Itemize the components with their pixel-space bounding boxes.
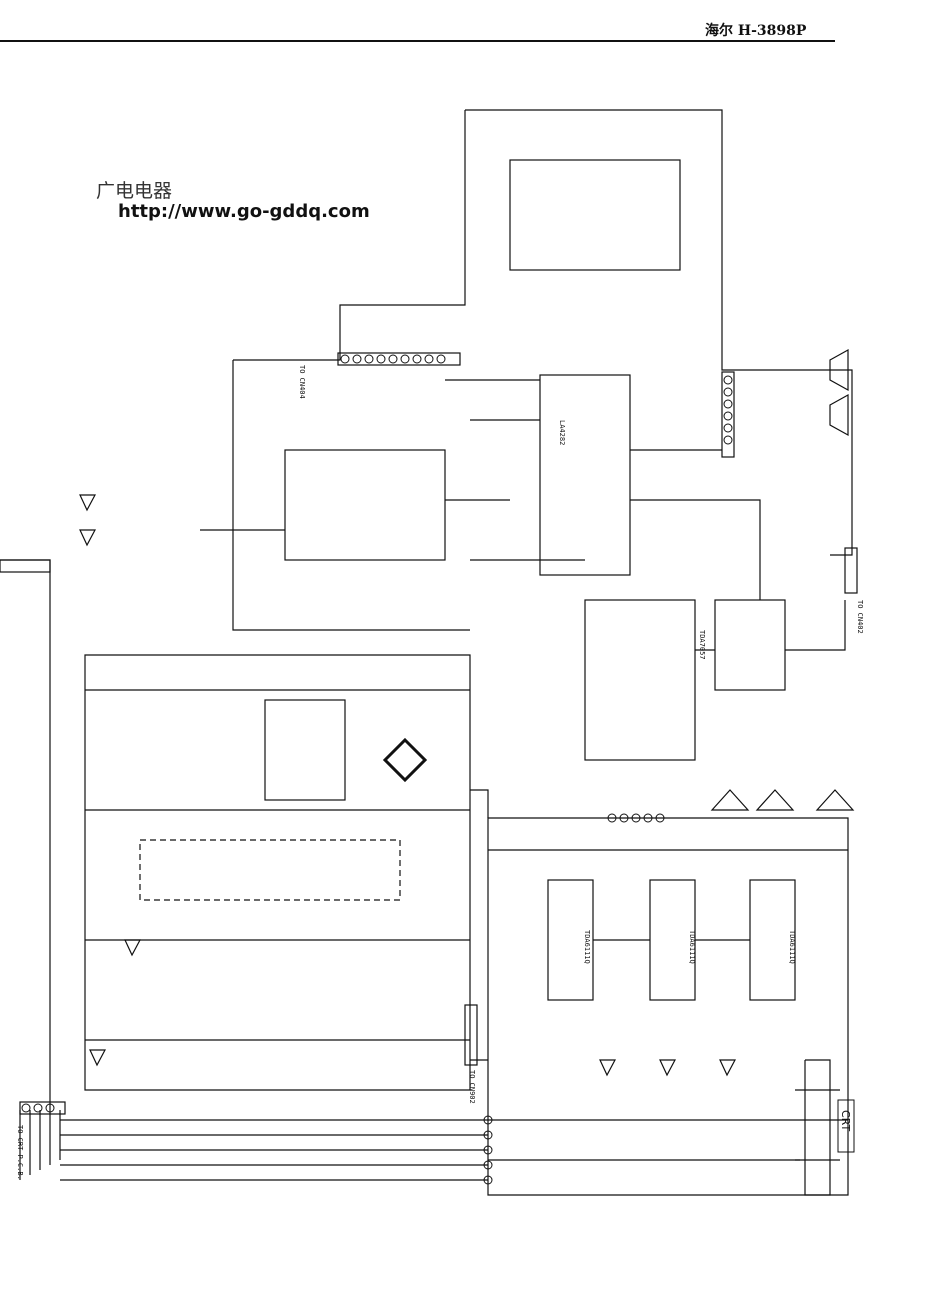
connector-label-2: TO CN404 — [298, 365, 306, 399]
ic-label-4: TDA7057 — [698, 630, 706, 660]
left-board-edge — [0, 559, 51, 1110]
ic-label-3: TDA6111Q — [788, 930, 796, 964]
page-title: 海尔 H-3898P — [705, 23, 807, 39]
lower-audio-ic — [584, 599, 696, 761]
audio-ic-main — [539, 374, 631, 576]
watermark-url: http://www.go-gddq.com — [118, 201, 370, 222]
ic-label-2: TDA6111Q — [688, 930, 696, 964]
speaker-bottom-3 — [815, 789, 855, 811]
connector-cn902 — [464, 1004, 478, 1066]
crt-label: CRT — [839, 1110, 852, 1132]
ic-label-1: TDA6111Q — [583, 930, 591, 964]
upper-ic — [509, 159, 681, 271]
connector-right — [844, 547, 858, 594]
connector-left — [0, 559, 51, 573]
standby-transformer — [264, 699, 346, 801]
speaker-bottom-1 — [710, 789, 750, 811]
audio-section-outline — [232, 110, 466, 490]
signal-board-outline — [465, 109, 853, 556]
connector-speaker — [721, 371, 735, 458]
power-transformer — [139, 839, 401, 901]
connector-label-1: TO CN902 — [468, 1070, 476, 1104]
connector-crt-pcb — [19, 1101, 66, 1115]
watermark-site-name: 广电电器 — [96, 180, 173, 202]
connector-label-3: TO CN402 — [856, 600, 864, 634]
crt-board-outline — [487, 817, 849, 1196]
crt-label-box — [837, 1099, 855, 1153]
right-ic — [714, 599, 786, 691]
header-divider — [0, 40, 835, 42]
speaker-bottom-2 — [755, 789, 795, 811]
speaker-left — [829, 348, 849, 392]
sound-processor-ic — [284, 449, 446, 561]
connector-top — [337, 352, 461, 366]
power-board-outline — [84, 654, 471, 1091]
crt-neck — [795, 1059, 840, 1196]
connector-label-4: TO CRT P.C.B. — [16, 1125, 24, 1180]
speaker-right — [829, 393, 849, 437]
ic-label-5: LA4282 — [558, 420, 566, 445]
bridge-rectifier — [382, 737, 428, 783]
